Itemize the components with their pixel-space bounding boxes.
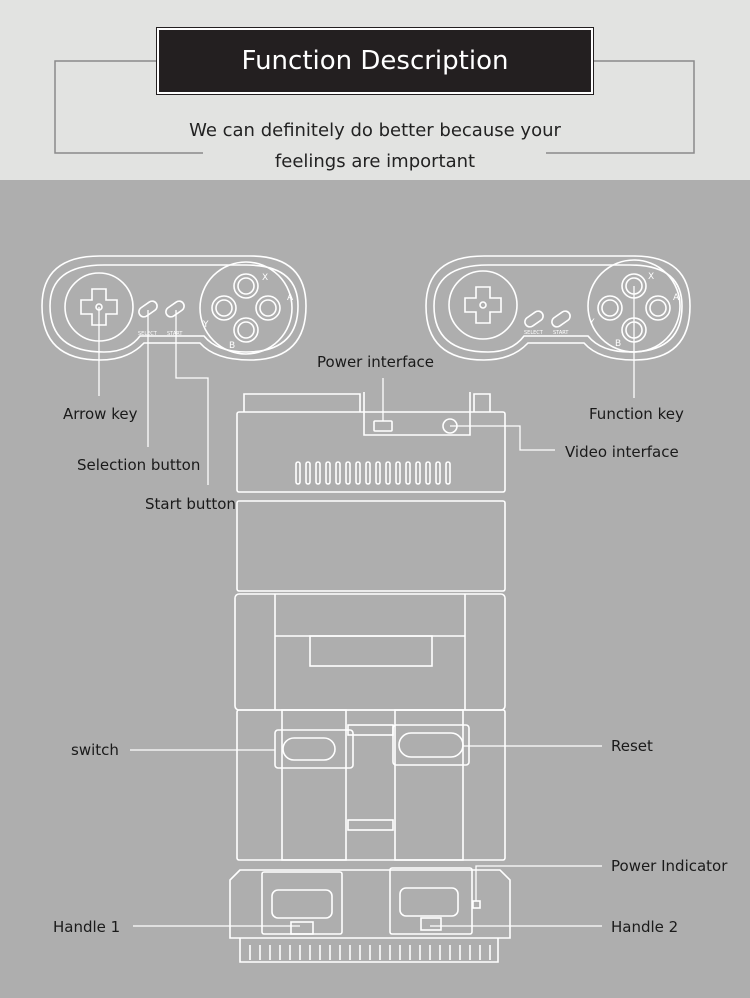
label-video-interface: Video interface xyxy=(565,443,679,461)
label-switch: switch xyxy=(71,741,119,759)
title-box: Function Description xyxy=(156,27,594,95)
header: Function Description We can definitely d… xyxy=(0,0,750,180)
subtitle-line-2: feelings are important xyxy=(274,151,476,172)
console-top xyxy=(236,392,506,493)
switch-reset-section xyxy=(236,709,506,861)
left-controller: SELECT START X A Y B xyxy=(41,255,307,361)
left-a-label: A xyxy=(287,293,294,303)
base-vents xyxy=(249,945,491,960)
label-arrow-key: Arrow key xyxy=(63,405,138,423)
header-frame xyxy=(54,60,695,154)
leader-lines xyxy=(98,286,635,927)
label-handle-2: Handle 2 xyxy=(611,918,679,936)
right-select-label: SELECT xyxy=(524,330,544,336)
right-controller: SELECT START X A Y B xyxy=(425,255,691,361)
label-reset: Reset xyxy=(611,737,653,755)
right-x-label: X xyxy=(648,272,654,282)
label-function-key: Function key xyxy=(589,405,684,423)
console-diagram: SELECT START X A Y B SELECT START xyxy=(41,255,691,963)
right-b-label: B xyxy=(615,339,621,349)
diagram-area: SELECT START X A Y B SELECT START xyxy=(0,180,750,998)
subtitle-line-1: We can definitely do better because your xyxy=(189,120,561,141)
vent-slots xyxy=(295,461,451,485)
left-x-label: X xyxy=(262,273,268,283)
left-start-label: START xyxy=(167,331,183,337)
right-y-label: Y xyxy=(588,318,595,328)
label-selection-button: Selection button xyxy=(77,456,201,474)
label-power-interface: Power interface xyxy=(317,353,435,371)
left-b-label: B xyxy=(229,341,235,351)
label-power-indicator: Power Indicator xyxy=(611,857,728,875)
page-title: Function Description xyxy=(241,46,509,76)
cartridge-slot xyxy=(234,593,506,711)
console-panel xyxy=(236,500,506,592)
label-handle-1: Handle 1 xyxy=(53,918,121,936)
right-a-label: A xyxy=(673,293,680,303)
right-start-label: START xyxy=(553,330,569,336)
left-y-label: Y xyxy=(202,320,209,330)
console-base xyxy=(229,867,511,963)
label-start-button: Start button xyxy=(145,495,236,513)
